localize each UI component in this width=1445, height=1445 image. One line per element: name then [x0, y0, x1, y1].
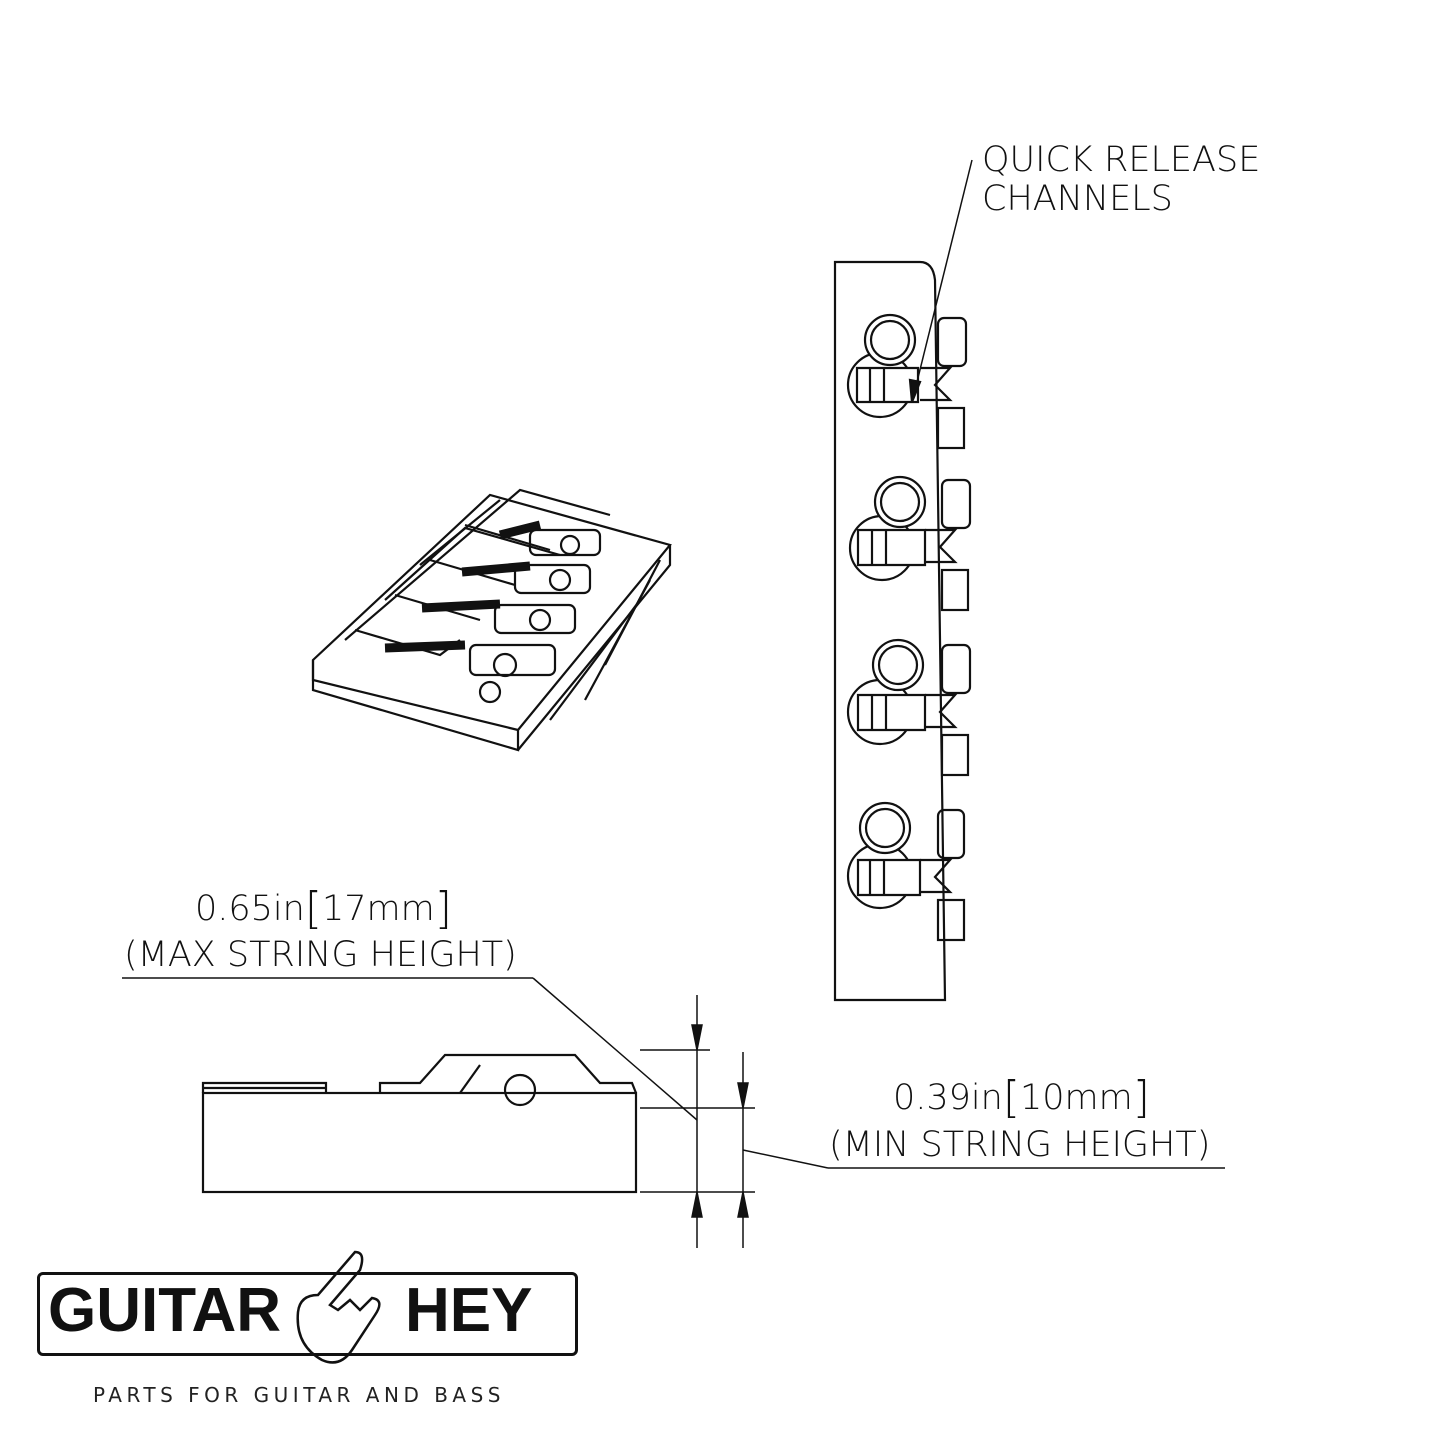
min-height-mm: 10mm	[1020, 1078, 1133, 1118]
adjustment-screws	[384, 520, 542, 653]
max-height-inch: 0.65in	[195, 889, 305, 929]
logo-word-hey: HEY	[405, 1276, 533, 1345]
saddle-group	[848, 475, 972, 612]
quick-release-callout-line1: QUICK RELEASE	[982, 140, 1261, 180]
quick-release-callout-line2: CHANNELS	[982, 179, 1173, 219]
bracket-open: [	[304, 883, 323, 934]
guitarhey-logo-frame	[37, 1272, 578, 1356]
rock-hand-icon	[296, 1250, 381, 1364]
callout-leader	[911, 159, 973, 403]
top-view-bridge	[833, 159, 973, 1002]
bracket-close: ]	[434, 883, 452, 934]
saddles	[468, 528, 602, 704]
dimension-lines	[122, 977, 1225, 1248]
logo-word-guitar: GUITAR	[48, 1276, 282, 1345]
saddle-group	[846, 313, 968, 450]
max-height-mm: 17mm	[322, 889, 435, 929]
bracket-close: ]	[1132, 1072, 1150, 1123]
min-height-label: (MIN STRING HEIGHT)	[829, 1125, 1211, 1165]
min-height-dimension: 0.39in[10mm]	[893, 1073, 1150, 1120]
max-height-label: (MAX STRING HEIGHT)	[124, 935, 517, 975]
saddle-group	[846, 638, 972, 777]
saddle-group	[846, 801, 966, 942]
logo-tagline: PARTS FOR GUITAR AND BASS	[93, 1383, 506, 1407]
bracket-open: [	[1002, 1072, 1021, 1123]
isometric-bridge-view	[311, 488, 672, 752]
max-height-dimension: 0.65in[17mm]	[195, 884, 452, 931]
min-height-inch: 0.39in	[893, 1078, 1003, 1118]
side-view-bridge	[201, 1053, 638, 1194]
